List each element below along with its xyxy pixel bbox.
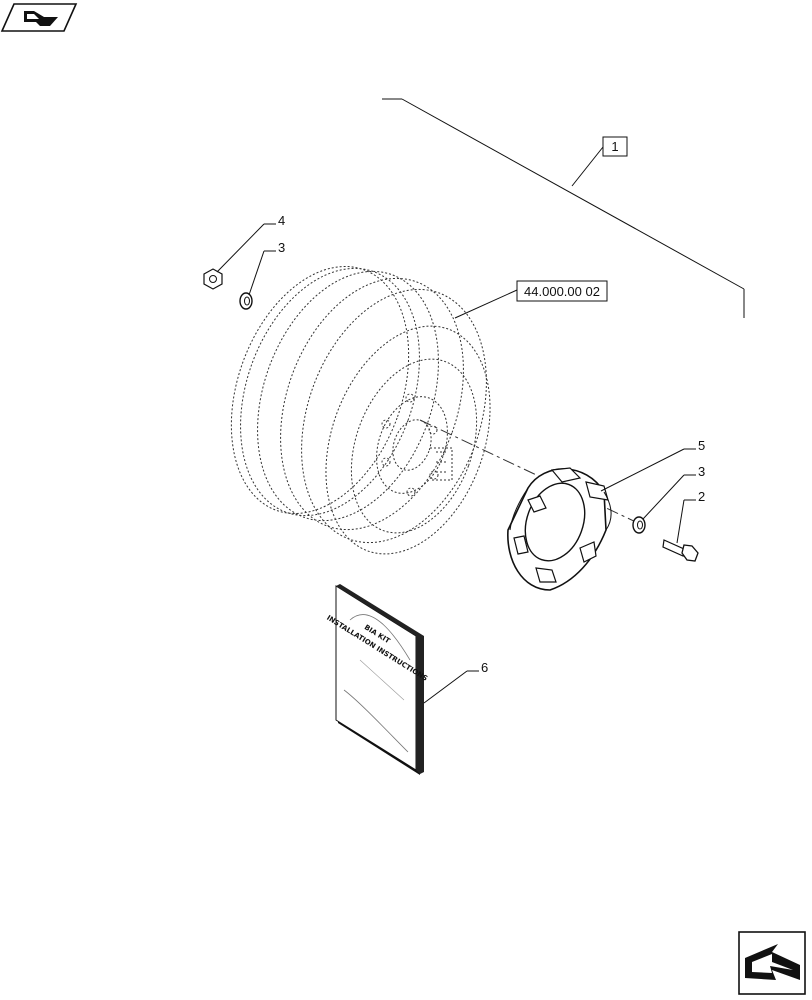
callout-2[interactable]: 2	[698, 489, 705, 504]
washer-part-upper[interactable]	[239, 292, 253, 310]
prev-page-button[interactable]	[0, 3, 78, 32]
nut-part[interactable]	[203, 268, 223, 290]
bolt-part[interactable]	[662, 539, 699, 562]
callout-6[interactable]: 6	[481, 660, 488, 675]
callout-4[interactable]: 4	[278, 213, 285, 228]
kit-bracket	[382, 98, 745, 318]
instruction-booklet-part[interactable]: BIA KIT INSTALLATION INSTRUCTIONS	[325, 584, 429, 775]
callout-5[interactable]: 5	[698, 438, 705, 453]
wheel-ref-box[interactable]: 44.000.00 02	[454, 280, 608, 319]
kit-ref-label: 1	[611, 139, 618, 154]
wheel-weight-part[interactable]	[507, 467, 612, 591]
wheel-rim	[230, 265, 491, 555]
wheel-ref-label: 44.000.00 02	[524, 284, 600, 299]
callout-leaders	[216, 223, 696, 704]
kit-ref-box[interactable]: 1	[602, 136, 628, 157]
next-page-button[interactable]	[738, 931, 806, 995]
forward-arrow-icon	[745, 944, 800, 980]
washer-part-lower[interactable]	[632, 516, 646, 534]
callout-3-lower[interactable]: 3	[698, 464, 705, 479]
callout-3-upper[interactable]: 3	[278, 240, 285, 255]
back-arrow-icon	[24, 11, 58, 26]
